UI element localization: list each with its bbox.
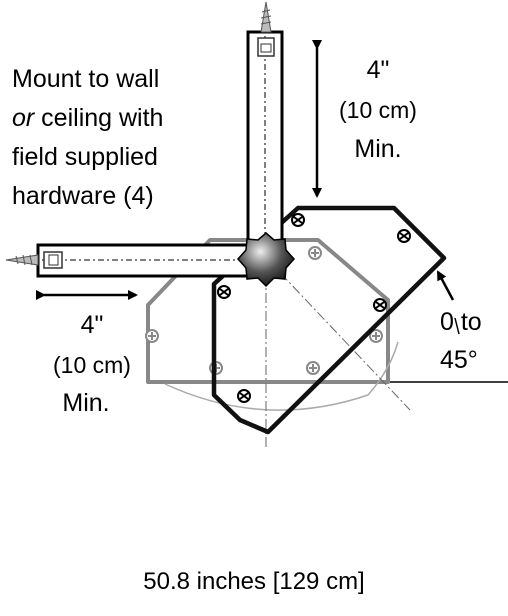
pivot-knob-icon [236,232,296,288]
tilt-indicator-arrow [436,270,455,301]
dimension-caption: 50.8 inches [129 cm] [143,568,365,595]
mount-note-emphasis: or [12,104,36,132]
heater-mount-diagram: Mount to wall or ceiling with field supp… [5,1,508,450]
mount-note-line-4: hardware (4) [12,182,154,210]
horizontal-mounting-bracket [36,243,254,278]
mount-note-line-3: field supplied [12,143,158,171]
mount-note-line-2: or ceiling with [12,104,163,132]
black-screw [237,389,251,403]
black-screw [291,213,305,227]
black-screw [373,298,387,312]
gray-screw [145,329,159,343]
tilt-tick [454,317,460,335]
tilt-range-line-2: 45° [440,346,478,374]
horizontal-clearance-metric: (10 cm) [53,352,131,378]
black-screw [217,285,231,299]
vertical-mounting-bracket [246,30,284,266]
mount-note-line-2-rest: ceiling with [34,104,163,132]
horizontal-clearance-suffix: Min. [62,389,109,417]
gray-screw [306,361,320,375]
horizontal-housing-outline [145,238,390,384]
mount-note-line-1: Mount to wall [12,65,159,93]
vertical-screw-icon [257,1,275,57]
vertical-clearance-suffix: Min. [354,135,401,163]
tilt-range-line-1: 0 to [440,308,482,336]
vertical-clearance-metric: (10 cm) [339,97,417,123]
gray-screw [308,246,322,260]
black-screw [397,229,411,243]
angled-centerline [267,259,411,411]
gray-screw [369,329,383,343]
vertical-clearance-value: 4" [367,56,390,84]
swing-arc [164,341,399,411]
horizontal-screw-icon [5,251,63,269]
horizontal-clearance-value: 4" [81,311,104,339]
